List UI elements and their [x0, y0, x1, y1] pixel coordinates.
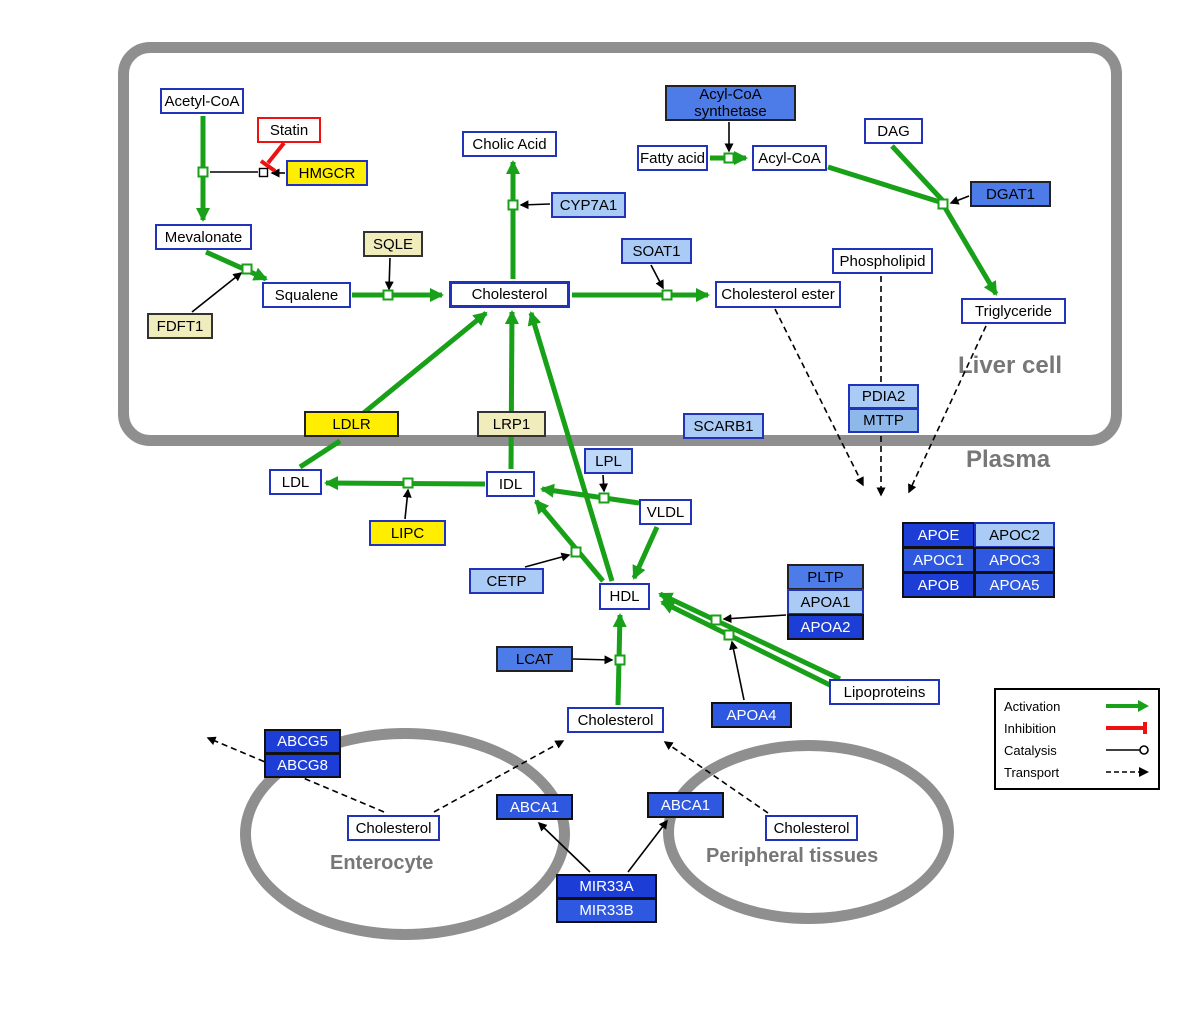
- node-scarb1[interactable]: SCARB1: [683, 413, 764, 439]
- reaction-node-squares: [197, 152, 949, 666]
- node-cholesterol-liver[interactable]: Cholesterol: [449, 281, 570, 308]
- node-hdl[interactable]: HDL: [599, 583, 650, 610]
- node-apoa1[interactable]: APOA1: [787, 589, 864, 615]
- node-abcg8[interactable]: ABCG8: [264, 753, 341, 778]
- node-cholic-acid[interactable]: Cholic Acid: [462, 131, 557, 157]
- node-cholesterol-enterocyte[interactable]: Cholesterol: [347, 815, 440, 841]
- node-triglyceride[interactable]: Triglyceride: [961, 298, 1066, 324]
- node-acyl-coa-synthetase[interactable]: Acyl-CoA synthetase: [665, 85, 796, 121]
- node-lipoproteins[interactable]: Lipoproteins: [829, 679, 940, 705]
- liver-cell-label: Liver cell: [958, 352, 1063, 379]
- node-abca1-right[interactable]: ABCA1: [647, 792, 724, 818]
- node-apob[interactable]: APOB: [902, 572, 975, 598]
- node-abca1-left[interactable]: ABCA1: [496, 794, 573, 820]
- node-pltp[interactable]: PLTP: [787, 564, 864, 590]
- node-mttp[interactable]: MTTP: [848, 408, 919, 433]
- node-apoc2[interactable]: APOC2: [974, 522, 1055, 548]
- legend-row-transport: Transport: [1004, 761, 1150, 783]
- node-sqle[interactable]: SQLE: [363, 231, 423, 257]
- inhibition-symbol-icon: [1106, 722, 1147, 734]
- node-vldl[interactable]: VLDL: [639, 499, 692, 525]
- node-idl[interactable]: IDL: [486, 471, 535, 497]
- node-ldl[interactable]: LDL: [269, 469, 322, 495]
- node-acyl-coa[interactable]: Acyl-CoA: [752, 145, 827, 171]
- liver-cell-membrane: [118, 42, 1122, 446]
- peripheral-tissues-label: Peripheral tissues: [706, 845, 879, 867]
- plasma-label: Plasma: [966, 446, 1051, 473]
- inhibition-edge-statin: [259, 141, 286, 173]
- enterocyte-membrane: [240, 728, 570, 940]
- node-abcg5[interactable]: ABCG5: [264, 729, 341, 754]
- node-apoa2[interactable]: APOA2: [787, 614, 864, 640]
- node-soat1[interactable]: SOAT1: [621, 238, 692, 264]
- legend: Activation Inhibition Catalysis Transpor…: [994, 688, 1160, 790]
- node-lrp1[interactable]: LRP1: [477, 411, 546, 437]
- node-apoc1[interactable]: APOC1: [902, 547, 975, 573]
- node-hmgcr[interactable]: HMGCR: [286, 160, 368, 186]
- node-pdia2[interactable]: PDIA2: [848, 384, 919, 409]
- peripheral-tissues-membrane: [663, 740, 954, 924]
- enterocyte-label: Enterocyte: [330, 852, 434, 874]
- hmgcr-catalysis-anchor: [258, 167, 269, 178]
- node-statin[interactable]: Statin: [257, 117, 321, 143]
- node-apoa5[interactable]: APOA5: [974, 572, 1055, 598]
- node-apoc3[interactable]: APOC3: [974, 547, 1055, 573]
- activation-symbol-icon: [1106, 700, 1149, 712]
- catalysis-symbol-icon: [1106, 745, 1149, 755]
- node-mevalonate[interactable]: Mevalonate: [155, 224, 252, 250]
- node-lpl[interactable]: LPL: [584, 448, 633, 474]
- node-cyp7a1[interactable]: CYP7A1: [551, 192, 626, 218]
- legend-activation-label: Activation: [1004, 698, 1061, 714]
- node-cholesterol-ester[interactable]: Cholesterol ester: [715, 281, 841, 308]
- legend-row-inhibition: Inhibition: [1004, 717, 1150, 739]
- node-acetyl-coa[interactable]: Acetyl-CoA: [160, 88, 244, 114]
- transport-edges: [206, 276, 987, 814]
- legend-row-catalysis: Catalysis: [1004, 739, 1150, 761]
- catalysis-edges: [191, 122, 970, 873]
- node-lcat[interactable]: LCAT: [496, 646, 573, 672]
- node-apoe[interactable]: APOE: [902, 522, 975, 548]
- node-fdft1[interactable]: FDFT1: [147, 313, 213, 339]
- node-squalene[interactable]: Squalene: [262, 282, 351, 308]
- node-dgat1[interactable]: DGAT1: [970, 181, 1051, 207]
- legend-inhibition-label: Inhibition: [1004, 720, 1057, 736]
- node-dag[interactable]: DAG: [864, 118, 923, 144]
- node-fatty-acid[interactable]: Fatty acid: [637, 145, 708, 171]
- legend-catalysis-label: Catalysis: [1004, 742, 1057, 758]
- legend-transport-label: Transport: [1004, 764, 1060, 780]
- node-ldlr[interactable]: LDLR: [304, 411, 399, 437]
- node-apoa4[interactable]: APOA4: [711, 702, 792, 728]
- transport-symbol-icon: [1106, 767, 1149, 777]
- node-mir33b[interactable]: MIR33B: [556, 898, 657, 923]
- node-phospholipid[interactable]: Phospholipid: [832, 248, 933, 274]
- node-mir33a[interactable]: MIR33A: [556, 874, 657, 899]
- node-cetp[interactable]: CETP: [469, 568, 544, 594]
- legend-row-activation: Activation: [1004, 695, 1150, 717]
- node-cholesterol-plasma[interactable]: Cholesterol: [567, 707, 664, 733]
- node-cholesterol-peripheral[interactable]: Cholesterol: [765, 815, 858, 841]
- node-lipc[interactable]: LIPC: [369, 520, 446, 546]
